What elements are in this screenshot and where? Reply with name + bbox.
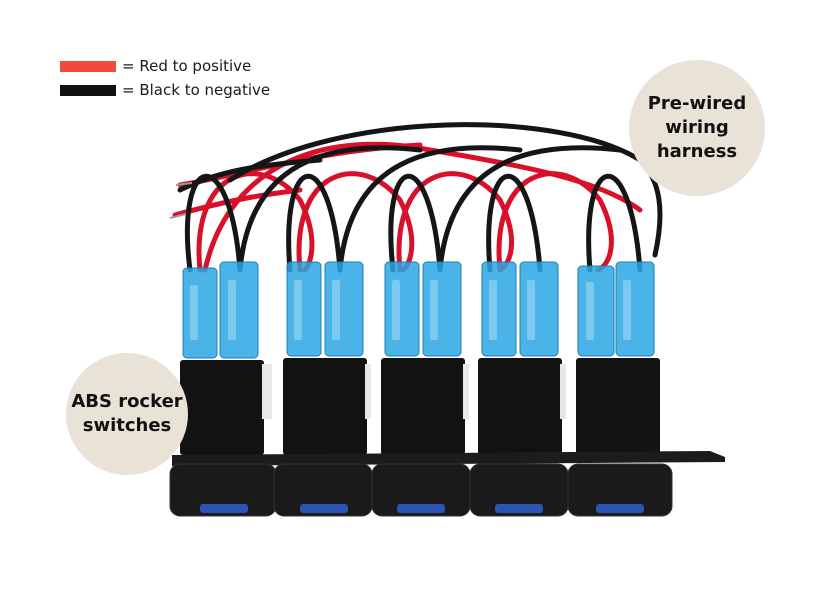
red-swatch — [60, 60, 116, 72]
connector-highlights — [190, 280, 631, 340]
harness-callout-text: Pre-wired wiring harness — [647, 93, 747, 162]
rocker-faces — [169, 463, 673, 517]
legend-row-black: = Black to negative — [60, 78, 270, 102]
mounting-panel — [172, 451, 725, 466]
legend-label-black: = Black to negative — [122, 81, 271, 99]
black-wires — [177, 122, 663, 273]
switch-side-labels — [262, 364, 566, 419]
legend-label-red: = Red to positive — [122, 57, 252, 75]
black-swatch — [60, 84, 116, 96]
legend-row-red: = Red to positive — [60, 54, 270, 78]
wire-color-legend: = Red to positive = Black to negative — [60, 54, 270, 102]
rocker-indicators — [200, 504, 644, 513]
switches-callout-text: ABS rocker switches — [71, 391, 183, 436]
blue-connectors — [182, 261, 655, 359]
bare-wire-tips — [169, 182, 193, 219]
switch-bodies — [180, 358, 660, 455]
switches-callout: ABS rocker switches — [66, 353, 188, 475]
harness-callout: Pre-wired wiring harness — [629, 60, 765, 196]
